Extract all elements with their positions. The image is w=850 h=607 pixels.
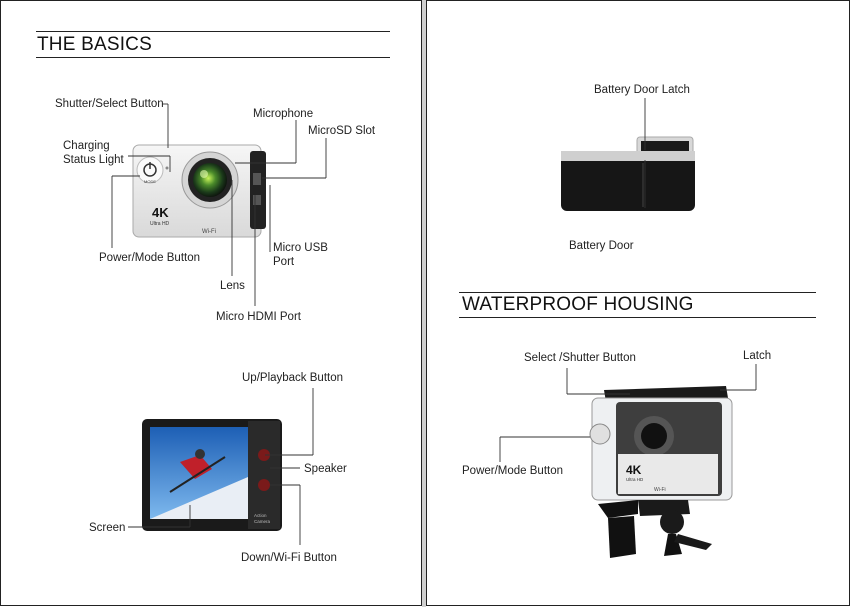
label-micro-usb: Micro USB xyxy=(273,242,328,254)
housing-top-rule xyxy=(459,292,816,293)
badge-4k-print: 4K xyxy=(152,205,169,220)
label-latch: Latch xyxy=(743,350,772,362)
back-print-2: Camera xyxy=(254,519,271,524)
label-power-mode: Power/Mode Button xyxy=(99,252,201,264)
basics-top-rule xyxy=(36,31,390,32)
housing-wifi-print: Wi-Fi xyxy=(654,487,666,493)
housing-image: 4K Ultra HD Wi-Fi xyxy=(589,386,733,558)
label-lens: Lens xyxy=(220,280,245,292)
housing-badge-print: 4K xyxy=(626,463,642,477)
label-status-light: Status Light xyxy=(63,154,124,166)
basics-heading: THE BASICS xyxy=(37,34,152,55)
label-speaker: Speaker xyxy=(304,463,347,475)
label-screen: Screen xyxy=(89,522,126,534)
camera-front-image: MODE 4K Ultra HD Wi-Fi xyxy=(132,144,266,238)
housing-bottom-rule xyxy=(459,317,816,318)
camera-top-image xyxy=(561,136,695,211)
camera-back-image: Action Camera xyxy=(142,419,282,531)
label-battery-door: Battery Door xyxy=(569,240,634,252)
label-down-wifi: Down/Wi-Fi Button xyxy=(241,552,337,564)
badge-sub-print: Ultra HD xyxy=(150,221,170,227)
back-print-1: Action xyxy=(254,513,267,518)
mode-print: MODE xyxy=(144,179,156,184)
label-shutter-select: Shutter/Select Button xyxy=(55,98,164,110)
label-housing-power-mode: Power/Mode Button xyxy=(462,465,564,477)
label-up-playback: Up/Playback Button xyxy=(242,372,344,384)
label-port: Port xyxy=(273,256,295,268)
label-microphone: Microphone xyxy=(253,108,314,120)
label-battery-door-latch: Battery Door Latch xyxy=(594,84,690,96)
wifi-print: Wi-Fi xyxy=(202,229,216,235)
label-charging: Charging xyxy=(63,140,110,152)
page-gutter xyxy=(422,0,426,607)
label-micro-hdmi: Micro HDMI Port xyxy=(216,311,301,323)
housing-heading: WATERPROOF HOUSING xyxy=(462,294,694,315)
label-microsd-slot: MicroSD Slot xyxy=(308,125,376,137)
housing-badge-sub-print: Ultra HD xyxy=(626,477,644,482)
label-select-shutter: Select /Shutter Button xyxy=(524,352,636,364)
basics-bottom-rule xyxy=(36,57,390,58)
